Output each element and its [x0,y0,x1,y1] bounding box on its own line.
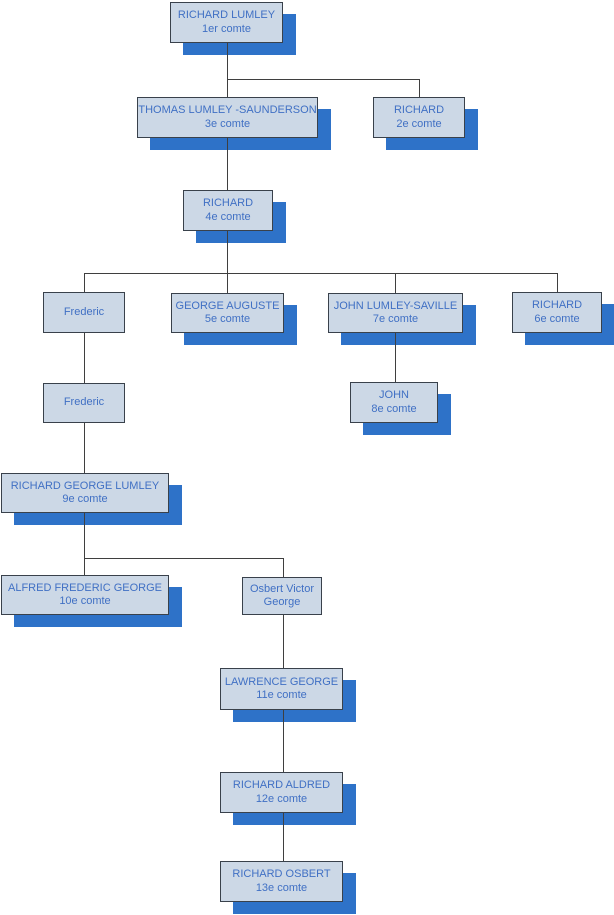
node-john-lumley-saville-7e-comte: JOHN LUMLEY-SAVILLE 7e comte [328,293,463,333]
connector-line [84,333,85,383]
connector-line [227,43,228,97]
node-name: LAWRENCE GEORGE [224,675,339,688]
node-title: 3e comte [204,117,251,130]
node-lawrence-george-11e-comte: LAWRENCE GEORGE 11e comte [220,668,343,710]
node-name: RICHARD OSBERT [232,868,331,880]
node-title: 9e comte [62,493,108,505]
node-richard-osbert-13e-comte: RICHARD OSBERT 13e comte [220,861,343,902]
connector-line [84,273,558,274]
connector-line [84,558,284,559]
connector-line [283,558,284,577]
node-name: RICHARD ALDRED [232,779,331,791]
node-title: 7e comte [372,313,419,325]
node-george-auguste-5e-comte: GEORGE AUGUSTE 5e comte [171,293,284,333]
node-thomas-lumley-saunderson-3e-comte: THOMAS LUMLEY -SAUNDERSON 3e comte [137,97,318,138]
node-name: RICHARD [393,104,445,116]
connector-line [84,558,85,575]
connector-line [395,333,396,382]
node-frederic-1: Frederic [43,292,125,333]
connector-line [395,273,396,293]
node-richard-2e-comte: RICHARD 2e comte [373,97,465,138]
connector-line [227,231,228,273]
connector-line [283,813,284,861]
node-title: 11e comte [256,689,307,701]
node-frederic-2: Frederic [43,383,125,423]
node-name: JOHN [379,389,409,401]
connector-line [227,79,420,80]
node-title: 6e comte [534,312,580,325]
node-richard-lumley-1er-comte: RICHARD LUMLEY 1er comte [170,2,283,43]
node-name: GEORGE AUGUSTE [175,299,280,312]
node-name: RICHARD [531,299,583,311]
node-name: ALFRED FREDERIC GEORGE [7,581,163,594]
node-name: Frederic [63,396,105,409]
node-title: 5e comte [204,313,251,325]
node-name: Osbert Victor [250,582,314,595]
connector-line [84,273,85,292]
connector-line [283,710,284,772]
node-john-8e-comte: JOHN 8e comte [350,382,438,423]
node-richard-4e-comte: RICHARD 4e comte [183,190,273,231]
node-name: RICHARD [202,197,254,209]
node-title: 12e comte [255,792,308,805]
connector-line [283,615,284,668]
node-richard-aldred-12e-comte: RICHARD ALDRED 12e comte [220,772,343,813]
node-osbert-victor-george: Osbert Victor George [242,577,322,615]
node-title: 13e comte [255,881,308,894]
node-alfred-frederic-george-10e-comte: ALFRED FREDERIC GEORGE 10e comte [1,575,169,615]
node-title: 4e comte [205,210,251,223]
node-richard-6e-comte: RICHARD 6e comte [512,292,602,333]
node-name: Frederic [63,305,105,318]
node-name: THOMAS LUMLEY -SAUNDERSON [138,104,317,116]
node-title: 2e comte [396,117,442,130]
node-name: RICHARD LUMLEY [177,9,276,21]
node-title: 1er comte [202,22,251,35]
connector-line [557,273,558,292]
node-title: George [263,596,301,608]
node-richard-george-lumley-9e-comte: RICHARD GEORGE LUMLEY 9e comte [1,473,169,513]
node-name: RICHARD GEORGE LUMLEY [10,479,160,492]
connector-line [84,513,85,558]
node-title: 8e comte [371,402,417,415]
node-title: 10e comte [59,595,111,607]
node-name: JOHN LUMLEY-SAVILLE [333,299,458,312]
connector-line [84,423,85,473]
connector-line [419,79,420,97]
connector-line [227,138,228,190]
connector-line [227,273,228,293]
